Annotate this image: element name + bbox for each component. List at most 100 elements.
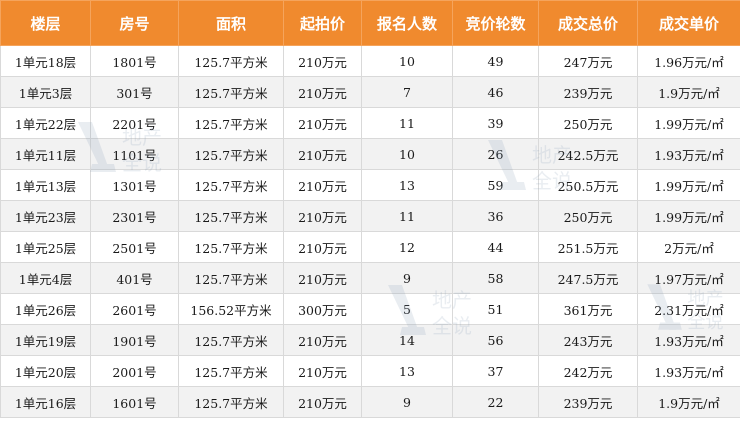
cell-area: 125.7平方米 <box>178 355 284 387</box>
cell-unit-price: 1.99万元/㎡ <box>637 169 740 201</box>
cell-applicants: 12 <box>361 231 453 263</box>
cell-bid-rounds: 51 <box>452 293 539 325</box>
cell-room: 2501号 <box>90 231 179 263</box>
cell-total-price: 239万元 <box>538 386 638 418</box>
cell-bid-rounds: 37 <box>452 355 539 387</box>
cell-area: 125.7平方米 <box>178 231 284 263</box>
cell-starting-price: 210万元 <box>283 324 362 356</box>
cell-unit-price: 1.9万元/㎡ <box>637 386 740 418</box>
cell-total-price: 250.5万元 <box>538 169 638 201</box>
cell-floor: 1单元11层 <box>0 138 91 170</box>
cell-applicants: 11 <box>361 107 453 139</box>
cell-room: 1801号 <box>90 45 179 77</box>
cell-unit-price: 1.93万元/㎡ <box>637 324 740 356</box>
col-header-floor: 楼层 <box>0 0 91 46</box>
col-header-bid-rounds: 竞价轮数 <box>452 0 539 46</box>
cell-unit-price: 2.31万元/㎡ <box>637 293 740 325</box>
header-row: 楼层 房号 面积 起拍价 报名人数 竞价轮数 成交总价 成交单价 <box>0 0 740 46</box>
cell-floor: 1单元13层 <box>0 169 91 201</box>
cell-area: 125.7平方米 <box>178 386 284 418</box>
cell-room: 401号 <box>90 262 179 294</box>
cell-starting-price: 210万元 <box>283 262 362 294</box>
cell-total-price: 247万元 <box>538 45 638 77</box>
cell-starting-price: 210万元 <box>283 231 362 263</box>
cell-applicants: 10 <box>361 138 453 170</box>
cell-applicants: 7 <box>361 76 453 108</box>
cell-unit-price: 1.97万元/㎡ <box>637 262 740 294</box>
cell-room: 301号 <box>90 76 179 108</box>
cell-bid-rounds: 39 <box>452 107 539 139</box>
col-header-total-price: 成交总价 <box>538 0 638 46</box>
cell-applicants: 5 <box>361 293 453 325</box>
cell-total-price: 242万元 <box>538 355 638 387</box>
cell-total-price: 242.5万元 <box>538 138 638 170</box>
cell-starting-price: 210万元 <box>283 76 362 108</box>
cell-room: 1901号 <box>90 324 179 356</box>
cell-bid-rounds: 49 <box>452 45 539 77</box>
cell-applicants: 13 <box>361 355 453 387</box>
cell-unit-price: 1.99万元/㎡ <box>637 107 740 139</box>
cell-floor: 1单元4层 <box>0 262 91 294</box>
cell-area: 125.7平方米 <box>178 107 284 139</box>
cell-area: 125.7平方米 <box>178 169 284 201</box>
cell-bid-rounds: 46 <box>452 76 539 108</box>
cell-room: 2001号 <box>90 355 179 387</box>
cell-area: 125.7平方米 <box>178 45 284 77</box>
cell-area: 125.7平方米 <box>178 76 284 108</box>
cell-starting-price: 300万元 <box>283 293 362 325</box>
cell-starting-price: 210万元 <box>283 200 362 232</box>
cell-applicants: 14 <box>361 324 453 356</box>
cell-room: 2601号 <box>90 293 179 325</box>
cell-room: 1301号 <box>90 169 179 201</box>
cell-starting-price: 210万元 <box>283 138 362 170</box>
cell-area: 125.7平方米 <box>178 324 284 356</box>
table-header: 楼层 房号 面积 起拍价 报名人数 竞价轮数 成交总价 成交单价 <box>0 0 740 46</box>
cell-starting-price: 210万元 <box>283 355 362 387</box>
cell-starting-price: 210万元 <box>283 45 362 77</box>
col-header-applicants: 报名人数 <box>361 0 453 46</box>
cell-bid-rounds: 59 <box>452 169 539 201</box>
cell-applicants: 9 <box>361 262 453 294</box>
cell-area: 156.52平方米 <box>178 293 284 325</box>
cell-room: 2201号 <box>90 107 179 139</box>
cell-room: 1601号 <box>90 386 179 418</box>
cell-area: 125.7平方米 <box>178 262 284 294</box>
cell-total-price: 243万元 <box>538 324 638 356</box>
col-header-area: 面积 <box>178 0 284 46</box>
cell-bid-rounds: 26 <box>452 138 539 170</box>
cell-area: 125.7平方米 <box>178 138 284 170</box>
cell-floor: 1单元25层 <box>0 231 91 263</box>
cell-starting-price: 210万元 <box>283 169 362 201</box>
col-header-room: 房号 <box>90 0 179 46</box>
cell-bid-rounds: 44 <box>452 231 539 263</box>
cell-total-price: 239万元 <box>538 76 638 108</box>
cell-area: 125.7平方米 <box>178 200 284 232</box>
cell-applicants: 13 <box>361 169 453 201</box>
cell-floor: 1单元18层 <box>0 45 91 77</box>
cell-floor: 1单元19层 <box>0 324 91 356</box>
cell-starting-price: 210万元 <box>283 107 362 139</box>
cell-unit-price: 1.96万元/㎡ <box>637 45 740 77</box>
cell-floor: 1单元3层 <box>0 76 91 108</box>
cell-room: 1101号 <box>90 138 179 170</box>
cell-bid-rounds: 56 <box>452 324 539 356</box>
cell-unit-price: 1.9万元/㎡ <box>637 76 740 108</box>
cell-unit-price: 2万元/㎡ <box>637 231 740 263</box>
cell-starting-price: 210万元 <box>283 386 362 418</box>
cell-unit-price: 1.99万元/㎡ <box>637 200 740 232</box>
cell-unit-price: 1.93万元/㎡ <box>637 355 740 387</box>
cell-applicants: 10 <box>361 45 453 77</box>
cell-total-price: 250万元 <box>538 107 638 139</box>
